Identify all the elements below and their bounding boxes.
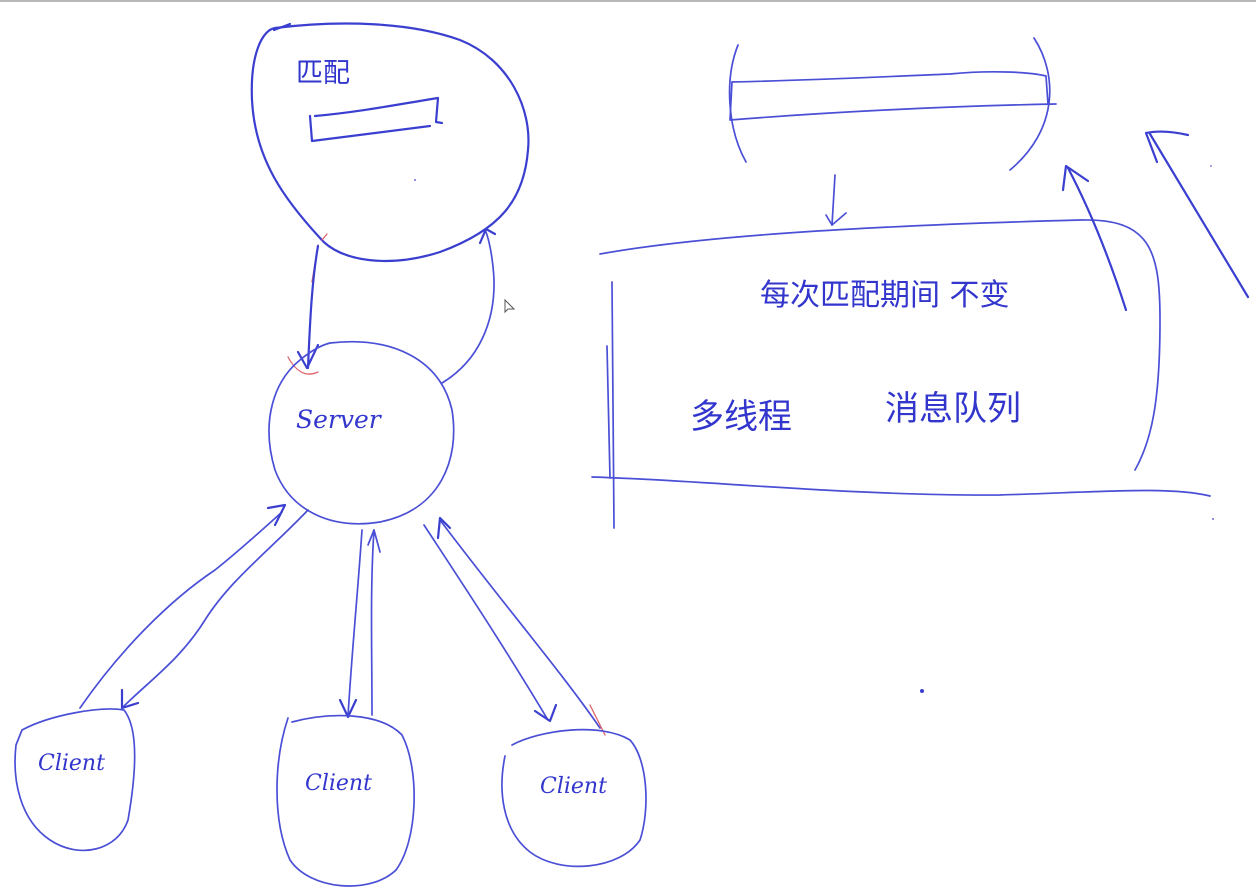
client-node-3: Client — [501, 728, 647, 868]
ink-dot — [1212, 518, 1214, 520]
arrow-up-right-1 — [1061, 164, 1128, 312]
window-top-border — [0, 0, 1256, 2]
match-pool-rect — [308, 96, 444, 143]
arrow-queue-to-note — [825, 174, 847, 226]
note-line2-right: 消息队列 — [885, 389, 1021, 429]
match-node-label: 匹配 — [296, 58, 350, 89]
note-box: 每次匹配期间 不变 多线程 消息队列 — [591, 219, 1211, 529]
ink-dot — [1210, 165, 1212, 167]
match-node: 匹配 — [250, 22, 530, 262]
server-node: Server — [268, 340, 455, 525]
mouse-pointer-icon — [504, 298, 516, 314]
client-node-1: Client — [14, 708, 136, 852]
queue-buffer — [728, 37, 1057, 171]
arrow-pair-server-client3 — [423, 516, 606, 736]
client-node-3-label: Client — [540, 774, 607, 799]
client-node-1-label: Client — [38, 751, 105, 776]
client-node-2: Client — [276, 714, 415, 887]
arrow-match-to-server — [296, 244, 320, 370]
arrow-server-to-match — [441, 227, 497, 384]
server-node-label: Server — [296, 405, 383, 434]
note-line1: 每次匹配期间 不变 — [760, 278, 1010, 313]
note-line2-left: 多线程 — [690, 397, 792, 437]
arrow-up-right-2 — [1144, 130, 1250, 299]
arrow-pair-server-client1 — [79, 503, 309, 710]
ink-dot — [414, 179, 416, 181]
client-node-2-label: Client — [305, 771, 372, 796]
ink-dot — [920, 689, 924, 693]
arrow-pair-server-client2 — [338, 529, 381, 719]
